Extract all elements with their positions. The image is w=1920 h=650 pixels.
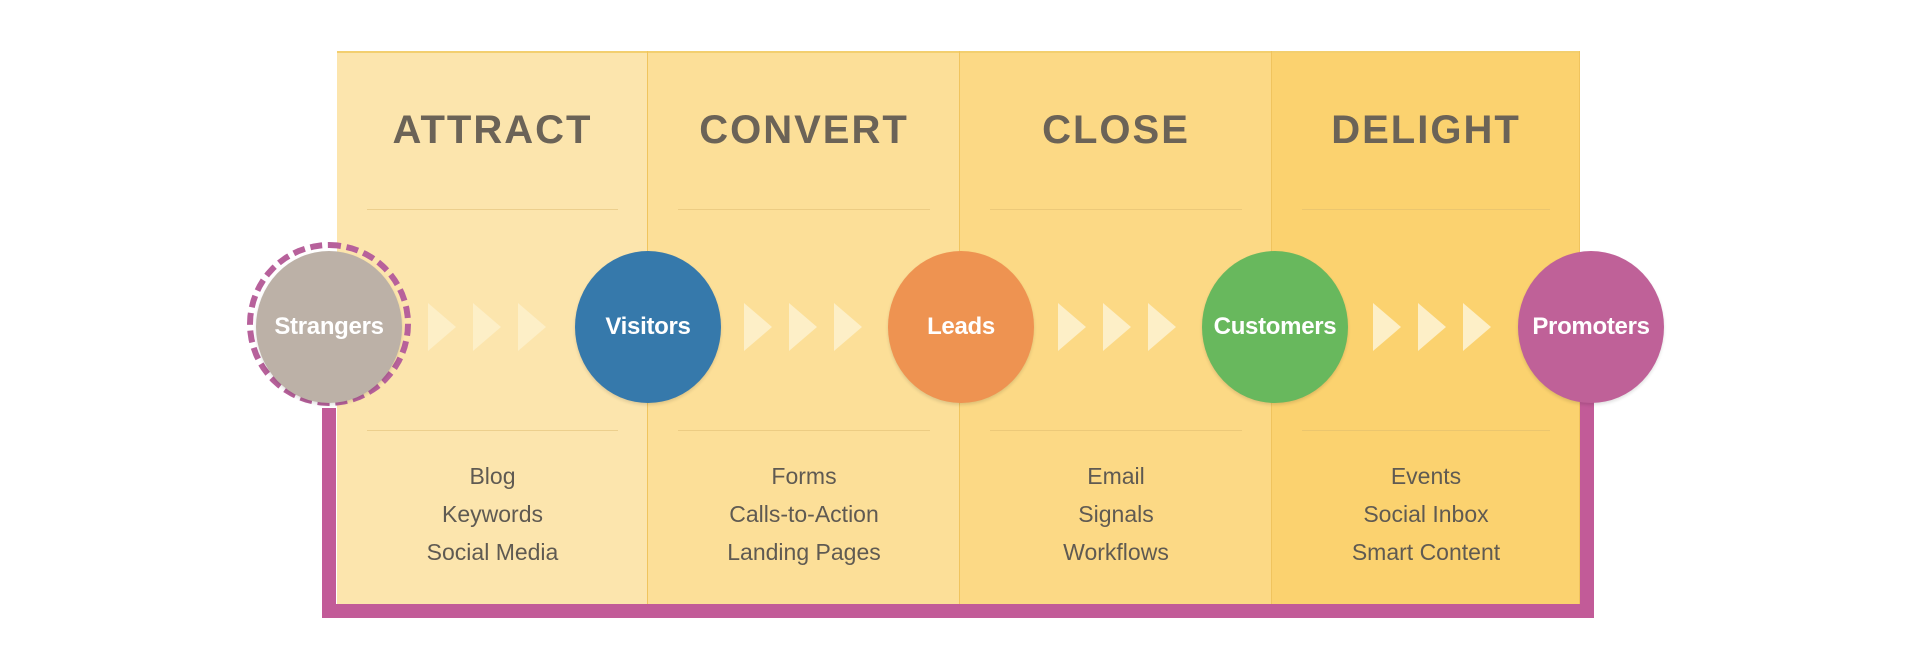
chevron-arrow-icon [1103,303,1131,351]
tool-item: Events [1390,463,1462,489]
chevron-arrow-icon [1148,303,1176,351]
chevron-arrow-icon [1463,303,1491,351]
tool-list-attract: Blog Keywords Social Media [337,457,648,571]
stage-title-convert: CONVERT [699,108,909,152]
loop-line-bottom [322,604,1594,618]
tool-item: Calls-to-Action [729,501,879,527]
tool-item: Landing Pages [727,539,881,565]
tool-list-close: Email Signals Workflows [960,457,1272,571]
stage-separator [990,430,1242,431]
stage-separator [990,209,1242,210]
node-label: Customers [1213,313,1337,340]
tool-item: Signals [1078,501,1154,527]
tool-item: Forms [771,463,837,489]
chevron-arrow-icon [1418,303,1446,351]
tool-list-convert: Forms Calls-to-Action Landing Pages [648,457,960,571]
node-label: Strangers [274,313,384,340]
node-leads: Leads [888,251,1034,403]
chevron-arrow-icon [428,303,456,351]
stage-separator [367,209,618,210]
tool-item: Social Media [426,539,559,565]
stage-separator [678,430,930,431]
chevron-arrow-icon [1058,303,1086,351]
stage-title-delight: DELIGHT [1331,108,1521,152]
chevron-arrow-icon [744,303,772,351]
chevron-arrow-icon [789,303,817,351]
chevron-arrow-icon [1373,303,1401,351]
node-label: Leads [927,313,995,340]
chevron-arrow-icon [518,303,546,351]
stage-separator [1302,430,1550,431]
node-strangers: Strangers [256,251,402,403]
node-label: Visitors [605,313,691,340]
node-customers: Customers [1202,251,1348,403]
loop-line-left [322,408,336,618]
tool-item: Smart Content [1351,539,1501,565]
tool-item: Social Inbox [1363,501,1489,527]
tool-item: Email [1087,463,1145,489]
tool-list-delight: Events Social Inbox Smart Content [1272,457,1580,571]
node-visitors: Visitors [575,251,721,403]
loop-line-right [1580,392,1594,618]
node-label: Promoters [1532,313,1650,340]
chevron-arrow-icon [473,303,501,351]
stage-separator [678,209,930,210]
dashed-ring [247,242,411,406]
stage-title-close: CLOSE [1042,108,1190,152]
tool-item: Workflows [1063,539,1169,565]
stage-title-attract: ATTRACT [392,108,593,152]
tool-item: Keywords [442,501,543,527]
node-promoters: Promoters [1518,251,1664,403]
stage-separator [367,430,618,431]
tool-item: Blog [469,463,516,489]
chevron-arrow-icon [834,303,862,351]
stage-separator [1302,209,1550,210]
